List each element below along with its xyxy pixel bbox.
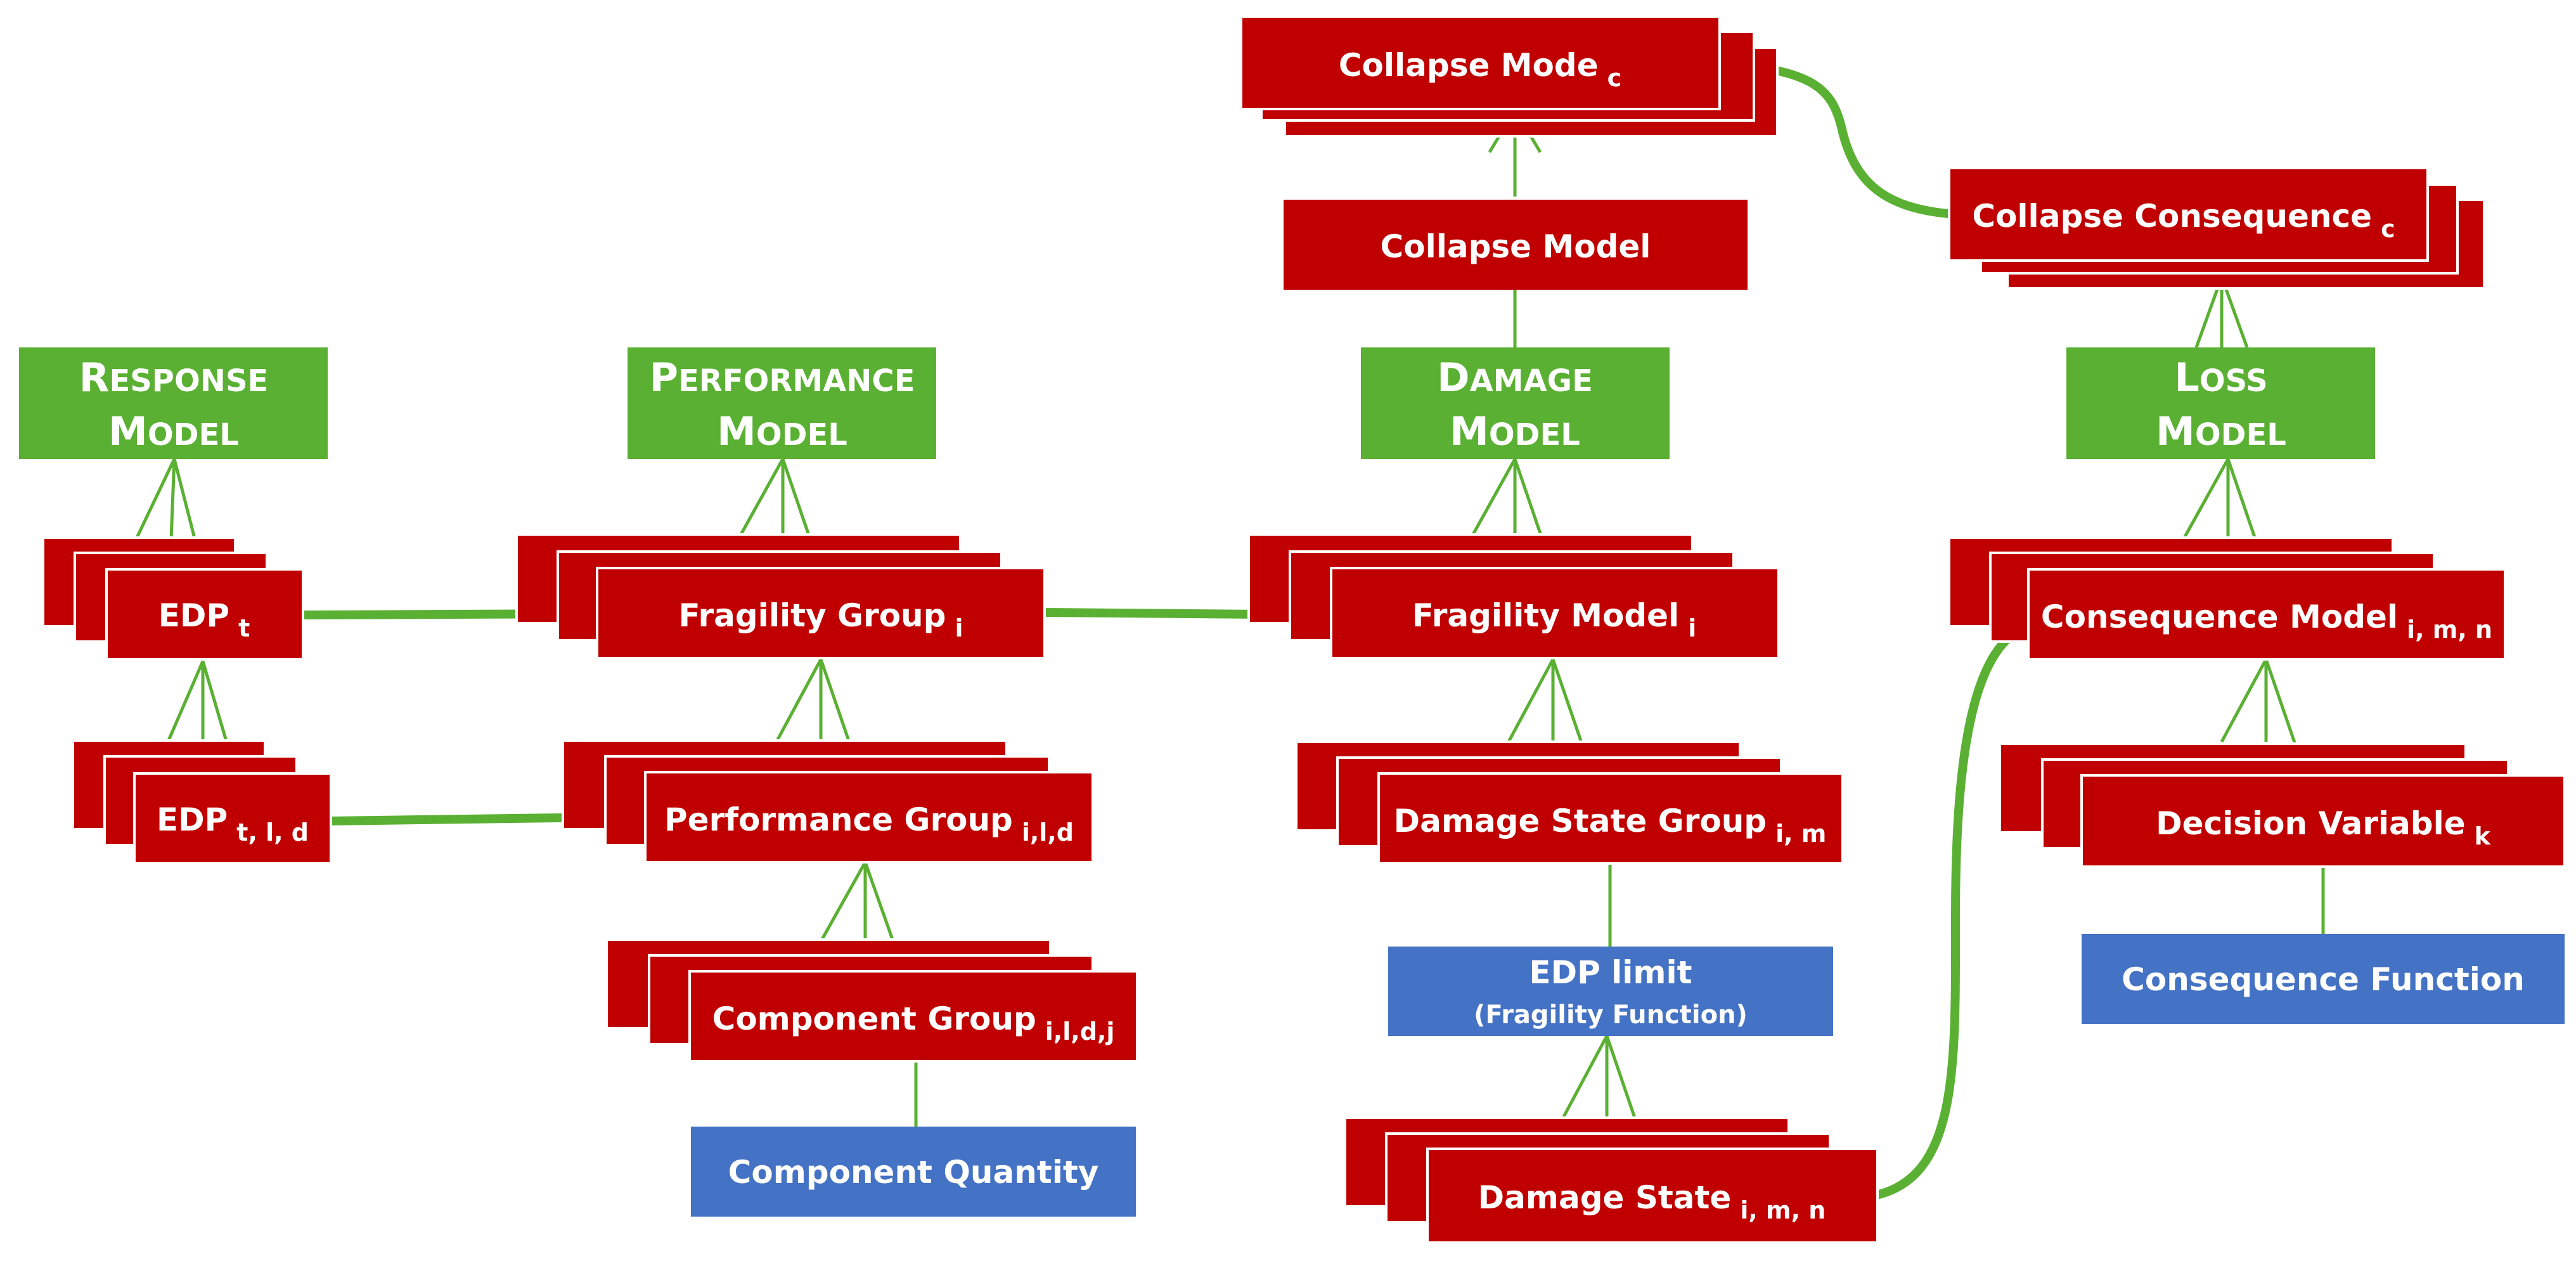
- damage-state-node: Damage State i, m, n: [1344, 1116, 1879, 1244]
- decision-variable-label: Decision Variable: [2156, 805, 2466, 842]
- svg-text:LOSS: LOSS: [2174, 354, 2267, 401]
- svg-text:MODEL: MODEL: [1450, 408, 1580, 455]
- fragility-group-label: Fragility Group: [679, 597, 946, 634]
- collapse-consequence-subscript: c: [2381, 215, 2395, 243]
- consequence-model-label: Consequence Model: [2041, 598, 2398, 635]
- performance-group-subscript: i,l,d: [1022, 818, 1074, 846]
- damage-model-box: DAMAGE MODEL: [1361, 347, 1670, 459]
- loss-model-line1-initial: L: [2174, 354, 2199, 401]
- damage-state-group-subscript: i, m: [1775, 820, 1826, 848]
- damage-state-label: Damage State: [1478, 1179, 1732, 1216]
- svg-text:PERFORMANCE: PERFORMANCE: [650, 354, 915, 401]
- loss-model-box: LOSS MODEL: [2066, 347, 2375, 459]
- link-damage-state-to-consequence-model: [1872, 620, 2039, 1200]
- edp-t-node: EDP t: [42, 536, 304, 661]
- collapse-mode-node: Collapse Mode c: [1240, 15, 1779, 138]
- edp-limit-sublabel: (Fragility Function): [1474, 1000, 1748, 1030]
- svg-text:MODEL: MODEL: [108, 408, 239, 455]
- collapse-model-node: Collapse Model: [1284, 200, 1748, 290]
- component-group-node: Component Group i,l,d,j: [605, 938, 1138, 1063]
- collapse-consequence-node: Collapse Consequence c: [1948, 167, 2485, 290]
- svg-text:MODEL: MODEL: [2156, 408, 2286, 455]
- response-model-line1-rest: ESPONSE: [109, 363, 268, 399]
- response-model-line2-rest: ODEL: [148, 417, 239, 453]
- edp-limit-box: EDP limit (Fragility Function): [1388, 947, 1833, 1036]
- loss-model-line1-rest: OSS: [2199, 363, 2268, 399]
- edp-t-subscript: t: [238, 614, 250, 642]
- component-group-label: Component Group: [712, 1000, 1036, 1037]
- fragility-group-subscript: i: [955, 614, 963, 642]
- fragility-model-node: Fragility Model i: [1247, 533, 1780, 659]
- response-model-line2-initial: M: [108, 408, 148, 455]
- loss-model-line2-initial: M: [2156, 408, 2195, 455]
- fragility-group-node: Fragility Group i: [515, 533, 1046, 659]
- edp-tld-node: EDP t, l, d: [72, 739, 332, 865]
- edp-limit-label: EDP limit: [1529, 954, 1692, 991]
- fragility-model-label: Fragility Model: [1412, 597, 1679, 634]
- performance-group-label: Performance Group: [664, 801, 1013, 838]
- edp-tld-label: EDP: [157, 801, 228, 838]
- edp-t-label: EDP: [158, 597, 229, 634]
- component-quantity-label: Component Quantity: [728, 1154, 1099, 1191]
- consequence-function-box: Consequence Function: [2082, 934, 2565, 1024]
- collapse-mode-subscript: c: [1607, 64, 1622, 92]
- collapse-consequence-label: Collapse Consequence: [1972, 198, 2372, 235]
- fragility-model-subscript: i: [1688, 614, 1696, 642]
- decision-variable-subscript: k: [2475, 822, 2491, 850]
- collapse-model-label: Collapse Model: [1381, 228, 1651, 265]
- svg-text:MODEL: MODEL: [717, 408, 847, 455]
- svg-text:RESPONSE: RESPONSE: [79, 354, 269, 401]
- damage-state-group-node: Damage State Group i, m: [1295, 740, 1844, 865]
- performance-group-node: Performance Group i,l,d: [562, 739, 1094, 863]
- damage-state-subscript: i, m, n: [1740, 1196, 1826, 1224]
- decision-variable-node: Decision Variable k: [1999, 742, 2566, 868]
- damage-model-line1-rest: AMAGE: [1470, 363, 1593, 399]
- svg-text:DAMAGE: DAMAGE: [1437, 354, 1593, 401]
- consequence-model-subscript: i, m, n: [2407, 616, 2492, 643]
- damage-model-line1-initial: D: [1437, 354, 1469, 401]
- damage-model-line2-rest: ODEL: [1489, 417, 1580, 453]
- performance-model-line2-rest: ODEL: [756, 417, 847, 453]
- consequence-function-label: Consequence Function: [2122, 961, 2525, 998]
- performance-model-line1-rest: ERFORMANCE: [678, 363, 915, 399]
- consequence-model-node: Consequence Model i, m, n: [1948, 536, 2506, 661]
- link-collapse-mode-to-collapse-consequence: [1716, 59, 1960, 219]
- performance-model-line1-initial: P: [650, 354, 678, 401]
- component-quantity-box: Component Quantity: [691, 1127, 1136, 1217]
- damage-model-line2-initial: M: [1450, 408, 1489, 455]
- loss-model-line2-rest: ODEL: [2195, 417, 2286, 453]
- response-model-box: RESPONSE MODEL: [19, 347, 328, 459]
- edp-tld-subscript: t, l, d: [236, 818, 309, 846]
- performance-model-box: PERFORMANCE MODEL: [628, 347, 936, 459]
- damage-state-group-label: Damage State Group: [1394, 803, 1767, 839]
- component-group-subscript: i,l,d,j: [1045, 1018, 1115, 1045]
- performance-model-line2-initial: M: [717, 408, 756, 455]
- collapse-mode-label: Collapse Mode: [1339, 47, 1599, 84]
- response-model-line1-initial: R: [79, 354, 110, 401]
